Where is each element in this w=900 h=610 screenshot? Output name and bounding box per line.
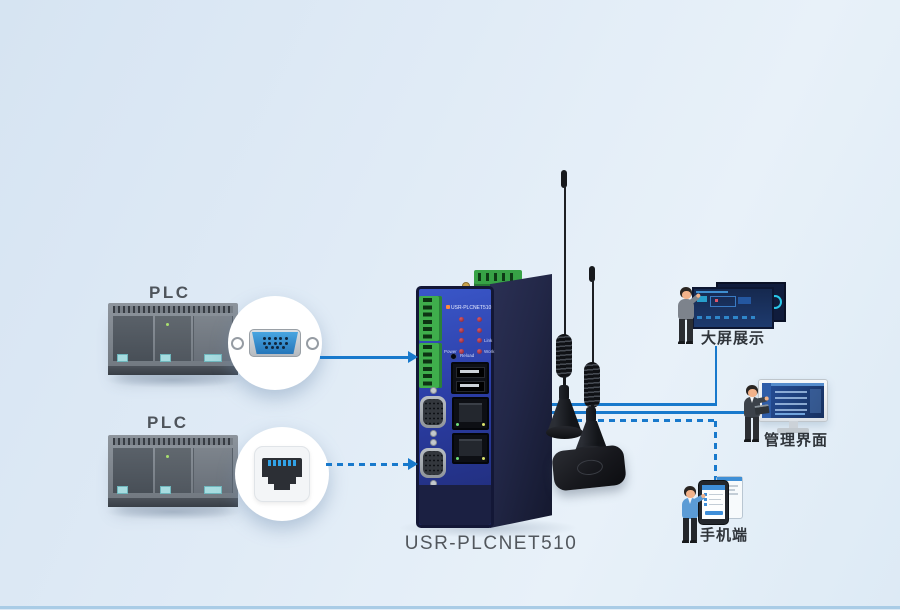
plc-vent xyxy=(113,438,233,445)
led-label-power: Power xyxy=(444,349,457,354)
plc-cyan-chip xyxy=(117,354,128,362)
plc-vent xyxy=(113,306,233,313)
db9-serial-connector-icon xyxy=(231,329,319,357)
plc-rail xyxy=(108,366,238,375)
person-presenter xyxy=(676,287,702,347)
rj45-ethernet-port-icon xyxy=(262,458,302,490)
gateway-panel-logo: USR-PLCNET510 xyxy=(446,305,492,311)
plc-module xyxy=(113,448,153,493)
plc-cyan-chip xyxy=(160,354,171,362)
link-line-mobile-h xyxy=(543,419,718,422)
plc-status-led xyxy=(166,323,169,326)
link-line-management xyxy=(543,411,758,414)
plc-module xyxy=(155,316,191,361)
plc-bottom-shadow xyxy=(104,504,242,520)
usb-ports xyxy=(451,362,489,394)
bigscreen-panel-front xyxy=(692,287,774,329)
plc-rail xyxy=(108,498,238,507)
antenna-base-pad xyxy=(551,444,627,492)
brand-mark-icon xyxy=(446,305,450,309)
monitor-stand-base xyxy=(777,428,809,433)
bigscreen-label: 大屏展示 xyxy=(701,330,766,347)
laptop-icon xyxy=(754,404,770,415)
screw-icon xyxy=(231,336,244,350)
plc-bottom-device xyxy=(108,435,238,507)
gateway-device: USR-PLCNET510 Link Power Work Reload xyxy=(416,270,556,536)
plc-top-shadow xyxy=(104,372,242,388)
serial-link-arrow-icon xyxy=(408,351,418,363)
gateway-front-panel: USR-PLCNET510 Link Power Work Reload xyxy=(416,286,494,528)
person-mobile-user xyxy=(680,486,706,546)
monitor-stand-neck xyxy=(789,421,798,428)
link-line-bigscreen-h xyxy=(543,403,717,406)
plc-cyan-chip xyxy=(204,486,222,494)
led-label-link: Link xyxy=(484,338,493,343)
reload-label: Reload xyxy=(460,353,475,358)
gateway-terminal-block xyxy=(419,343,442,388)
plc-module xyxy=(193,316,233,361)
plc-module xyxy=(155,448,191,493)
ethernet-link-line xyxy=(326,463,410,466)
mobile-label: 手机端 xyxy=(700,527,749,544)
ethernet-connector-badge xyxy=(235,427,329,521)
ethernet-link-arrow-icon xyxy=(408,458,418,470)
management-monitor xyxy=(758,379,828,422)
plc-bottom-label: PLC xyxy=(147,413,189,432)
plc-module xyxy=(113,316,153,361)
plc-top-device xyxy=(108,303,238,375)
plc-cyan-chip xyxy=(160,486,171,494)
serial-connector-badge xyxy=(228,296,322,390)
plc-cyan-chip xyxy=(204,354,222,362)
plc-cyan-chip xyxy=(117,486,128,494)
gateway-terminal-block xyxy=(419,296,442,341)
plc-status-led xyxy=(166,455,169,458)
serial-port xyxy=(420,439,447,487)
gateway-side-panel xyxy=(490,274,552,528)
plc-top-label: PLC xyxy=(149,283,191,302)
serial-port xyxy=(420,387,447,437)
serial-link-line xyxy=(320,356,410,359)
screw-icon xyxy=(306,336,319,350)
mobile-phone-front xyxy=(698,480,729,525)
link-line-mobile-v xyxy=(714,421,717,482)
reload-button xyxy=(450,353,457,360)
plc-module xyxy=(193,448,233,493)
ethernet-port xyxy=(452,397,489,430)
gateway-led-panel: Link Power Work xyxy=(444,317,495,363)
page-bottom-border xyxy=(0,606,900,609)
link-line-bigscreen-v xyxy=(714,346,717,405)
gateway-lower-panel xyxy=(419,485,491,525)
management-label: 管理界面 xyxy=(764,432,829,449)
gateway-caption: USR-PLCNET510 xyxy=(404,533,578,554)
led-label-work: Work xyxy=(484,349,495,354)
ethernet-port xyxy=(452,433,489,464)
